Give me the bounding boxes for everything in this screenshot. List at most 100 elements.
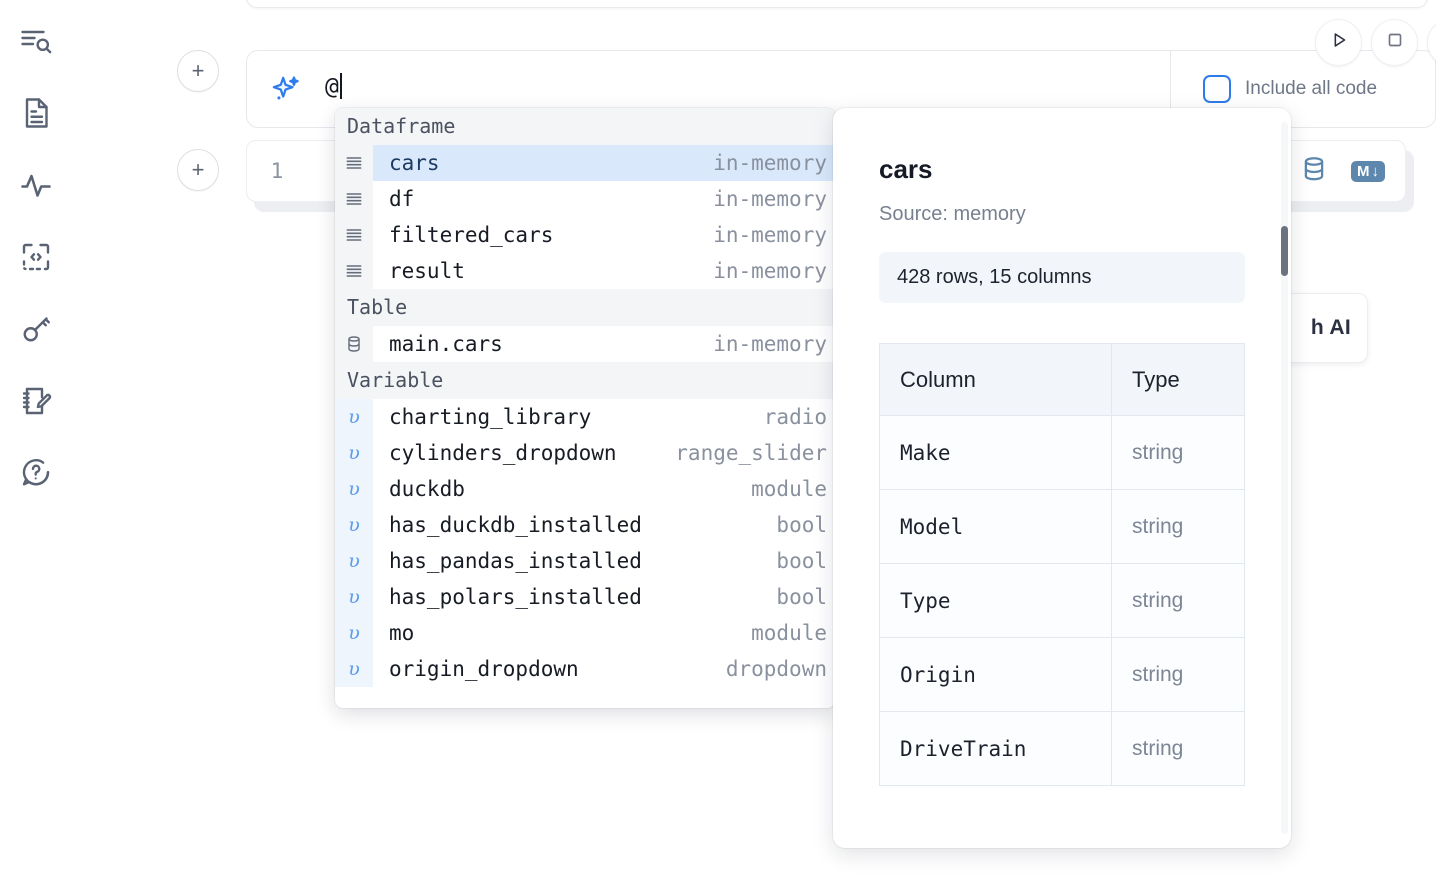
cell-column-type: string — [1111, 415, 1245, 490]
autocomplete-item[interactable]: cars in-memory — [335, 145, 835, 181]
table-header-row: Column Type — [879, 343, 1245, 416]
code-brackets-icon — [18, 239, 54, 275]
scratchpad-edit-icon — [18, 383, 54, 419]
dataframe-rows-icon — [335, 253, 373, 289]
autocomplete-item-kind: bool — [776, 549, 827, 573]
autocomplete-item[interactable]: υ cylinders_dropdown range_slider — [335, 435, 835, 471]
activity-pulse-icon — [18, 167, 54, 203]
autocomplete-item-name: mo — [389, 621, 415, 645]
variable-icon: υ — [335, 651, 373, 687]
autocomplete-group-header: Variable — [335, 362, 835, 399]
file-document-icon — [18, 95, 54, 131]
text-caret — [339, 73, 342, 99]
variable-icon: υ — [335, 471, 373, 507]
dataframe-rows-icon — [335, 145, 373, 181]
markdown-arrow: ↓ — [1371, 162, 1380, 180]
ai-prompt-text: @ — [325, 74, 339, 100]
cell-column-name: Model — [879, 489, 1112, 564]
play-icon — [1328, 29, 1350, 56]
autocomplete-item-name: has_pandas_installed — [389, 549, 642, 573]
autocomplete-item-kind: in-memory — [713, 151, 827, 175]
sparkle-icon — [269, 73, 303, 107]
help-question-icon — [18, 455, 54, 491]
autocomplete-group-header: Table — [335, 289, 835, 326]
sidebar-item-help[interactable] — [13, 450, 59, 496]
sidebar-item-activity[interactable] — [13, 162, 59, 208]
column-header-type: Type — [1111, 343, 1245, 416]
autocomplete-item-name: main.cars — [389, 332, 503, 356]
doc-shape-badge: 428 rows, 15 columns — [879, 252, 1245, 303]
markdown-badge[interactable]: M↓ — [1351, 160, 1385, 182]
autocomplete-item-kind: radio — [763, 405, 827, 429]
autocomplete-item-kind: range_slider — [675, 441, 827, 465]
autocomplete-item[interactable]: υ origin_dropdown dropdown — [335, 651, 835, 687]
add-cell-button[interactable]: + — [177, 149, 219, 191]
variable-icon: υ — [335, 435, 373, 471]
autocomplete-item-name: cylinders_dropdown — [389, 441, 617, 465]
autocomplete-item-name: cars — [389, 151, 440, 175]
variable-icon: υ — [335, 579, 373, 615]
autocomplete-item-kind: dropdown — [725, 657, 827, 681]
cell-toolbar: M↓ — [1299, 154, 1405, 189]
autocomplete-item-name: origin_dropdown — [389, 657, 579, 681]
database-icon — [335, 326, 373, 362]
variable-icon: υ — [335, 507, 373, 543]
documentation-panel: cars Source: memory 428 rows, 15 columns… — [833, 108, 1291, 848]
sidebar-item-snippets[interactable] — [13, 234, 59, 280]
autocomplete-item-kind: bool — [776, 513, 827, 537]
variable-icon: υ — [335, 615, 373, 651]
autocomplete-item-name: filtered_cars — [389, 223, 554, 247]
stop-button[interactable] — [1371, 19, 1418, 66]
sidebar-item-explore[interactable] — [13, 18, 59, 64]
run-button[interactable] — [1315, 19, 1362, 66]
sidebar-item-notebook[interactable] — [13, 90, 59, 136]
cell-column-name: Type — [879, 563, 1112, 638]
cell-column-name: DriveTrain — [879, 711, 1112, 786]
cell-column-name: Make — [879, 415, 1112, 490]
include-all-code-checkbox[interactable] — [1203, 75, 1231, 103]
cell-column-type: string — [1111, 489, 1245, 564]
autocomplete-item-name: result — [389, 259, 465, 283]
key-icon — [18, 311, 54, 347]
autocomplete-item[interactable]: υ has_pandas_installed bool — [335, 543, 835, 579]
dataframe-rows-icon — [335, 181, 373, 217]
line-number: 1 — [270, 159, 284, 183]
database-icon[interactable] — [1299, 154, 1329, 189]
autocomplete-item-name: has_polars_installed — [389, 585, 642, 609]
doc-scrollbar-track[interactable] — [1281, 122, 1288, 834]
autocomplete-item-name: charting_library — [389, 405, 592, 429]
with-ai-label: h AI — [1310, 316, 1351, 339]
explore-search-icon — [18, 23, 54, 59]
autocomplete-item-name: duckdb — [389, 477, 465, 501]
sidebar-item-secrets[interactable] — [13, 306, 59, 352]
add-cell-above-button[interactable]: + — [177, 50, 219, 92]
autocomplete-item-kind: bool — [776, 585, 827, 609]
variable-icon: υ — [335, 543, 373, 579]
doc-scrollbar-thumb[interactable] — [1281, 226, 1288, 276]
sidebar-rail — [0, 0, 72, 874]
autocomplete-item[interactable]: main.cars in-memory — [335, 326, 835, 362]
autocomplete-item-kind: in-memory — [713, 332, 827, 356]
plus-icon: + — [191, 58, 205, 83]
cell-column-type: string — [1111, 711, 1245, 786]
autocomplete-group-header: Dataframe — [335, 108, 835, 145]
square-stop-icon — [1384, 29, 1406, 56]
sidebar-item-scratchpad[interactable] — [13, 378, 59, 424]
autocomplete-item[interactable]: υ has_polars_installed bool — [335, 579, 835, 615]
autocomplete-item-name: df — [389, 187, 415, 211]
